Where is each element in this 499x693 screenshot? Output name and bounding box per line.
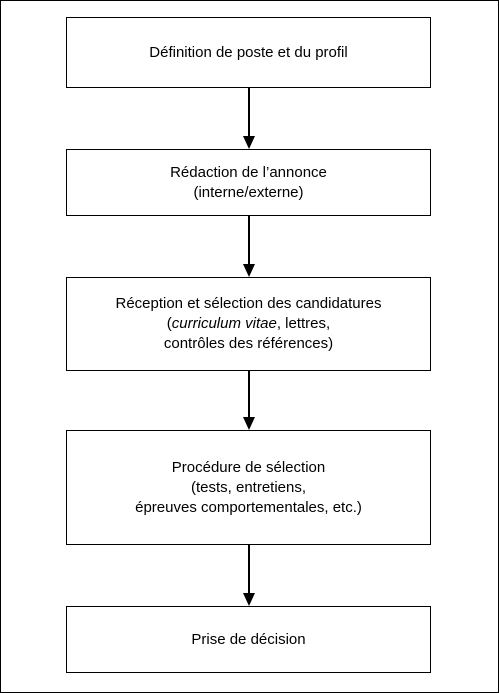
step-text: Prise de décision xyxy=(191,630,306,648)
step-text: Définition de poste et du profil xyxy=(149,43,348,61)
step-text-line: contrôles des références) xyxy=(164,334,333,354)
step-decision: Prise de décision xyxy=(66,606,431,673)
step-text: Réception et sélection des candidatures xyxy=(115,295,382,312)
step-text-line: épreuves comportementales, etc.) xyxy=(135,498,362,518)
italic-text: curriculum vitae xyxy=(171,315,277,332)
step-text: (tests, entretiens, xyxy=(190,478,307,496)
step-text-line: Prise de décision xyxy=(191,630,305,650)
arrow-1 xyxy=(243,88,255,149)
step-text-line: Réception et sélection des candidatures xyxy=(115,294,381,314)
step-text: épreuves comportementales, etc.) xyxy=(135,498,362,516)
step-text-line: Rédaction de l’annonce xyxy=(170,163,327,183)
step-text: , lettres, xyxy=(276,315,331,332)
arrow-2 xyxy=(243,216,255,277)
step-ad-writing: Rédaction de l’annonce (interne/externe) xyxy=(66,149,431,216)
step-job-definition: Définition de poste et du profil xyxy=(66,17,431,88)
step-text-line: (interne/externe) xyxy=(193,183,303,203)
step-text: Rédaction de l’annonce xyxy=(170,163,327,181)
step-text-line: Procédure de sélection xyxy=(172,458,325,478)
arrow-4 xyxy=(243,545,255,606)
step-text-line: (tests, entretiens, xyxy=(191,478,306,498)
arrow-3 xyxy=(243,371,255,430)
step-selection-procedure: Procédure de sélection (tests, entretiens… xyxy=(66,430,431,545)
step-text: Procédure de sélection xyxy=(171,458,326,476)
step-text: (interne/externe) xyxy=(193,183,304,201)
step-text-line: (curriculum vitae, lettres, xyxy=(167,314,330,334)
step-text: contrôles des références) xyxy=(163,335,334,352)
step-text: ( xyxy=(166,315,172,332)
step-text-line: Définition de poste et du profil xyxy=(149,43,347,63)
step-application-screening: Réception et sélection des candidatures (… xyxy=(66,277,431,371)
